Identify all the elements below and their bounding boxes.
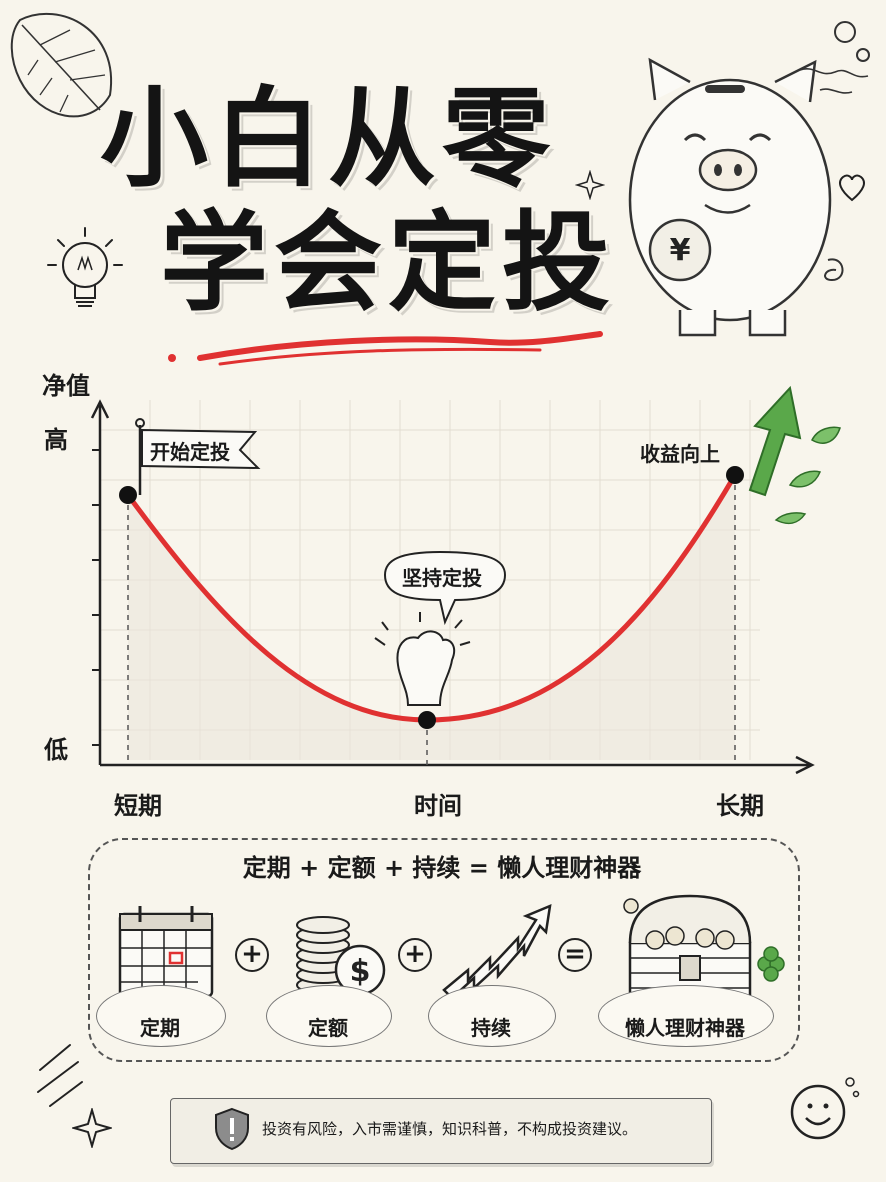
item-label-2: 定额 [308,1016,348,1040]
bubbles-decoration [799,21,870,94]
flag-icon [135,418,261,495]
title-underline [168,331,603,366]
speed-lines-decoration [37,1044,83,1107]
shield-icon [215,1107,249,1151]
equals-sign: = [558,938,592,972]
title-line-2: 学会定投 [160,201,617,326]
plus-sign-1: + [235,938,269,972]
formula-heading: 定期 + 定额 + 持续 = 懒人理财神器 [242,854,642,882]
plus-sign-2: + [398,938,432,972]
item-label-3: 持续 [471,1016,511,1040]
end-point [726,466,744,484]
x-start-label: 短期 [114,792,162,820]
piggy-bank-icon: ¥ [628,57,844,337]
item-oval-4 [598,985,774,1047]
top-right-label: 收益向上 [640,442,720,466]
svg-text:¥: ¥ [670,233,691,268]
y-low-label: 低 [44,736,68,764]
item-oval-2 [266,985,392,1047]
svg-text:$: $ [350,954,371,989]
item-oval-1 [96,985,226,1047]
item-oval-3 [428,985,556,1047]
item-label-4: 懒人理财神器 [625,1016,745,1040]
title-line-1: 小白从零 [100,77,557,202]
start-point [119,486,137,504]
bottom-point [418,711,436,729]
calendar-icon [118,906,214,998]
disclaimer-text: 投资有风险，入市需谨慎，知识科普，不构成投资建议。 [262,1120,638,1138]
fist-icon [374,612,471,706]
smiley-icon [790,1077,860,1140]
sparkle-icon [575,170,605,200]
heart-icon [839,174,865,202]
growth-arrow-icon [442,903,552,1000]
x-end-label: 长期 [716,792,764,820]
flag-label: 开始定投 [150,440,230,464]
x-mid-label: 时间 [414,792,462,820]
item-label-1: 定期 [140,1016,180,1040]
formula-box [88,838,800,1062]
bubble-label: 坚持定投 [402,566,482,590]
lightbulb-icon [47,227,123,307]
sparkle-icon [72,1108,112,1148]
y-axis-label: 净值 [42,372,90,400]
leaf-icon [10,12,113,118]
speech-bubble [383,550,507,626]
disclaimer-card [170,1098,712,1164]
y-high-label: 高 [44,426,68,454]
dca-curve-chart [90,385,841,775]
arrow-up-icon [748,385,841,525]
